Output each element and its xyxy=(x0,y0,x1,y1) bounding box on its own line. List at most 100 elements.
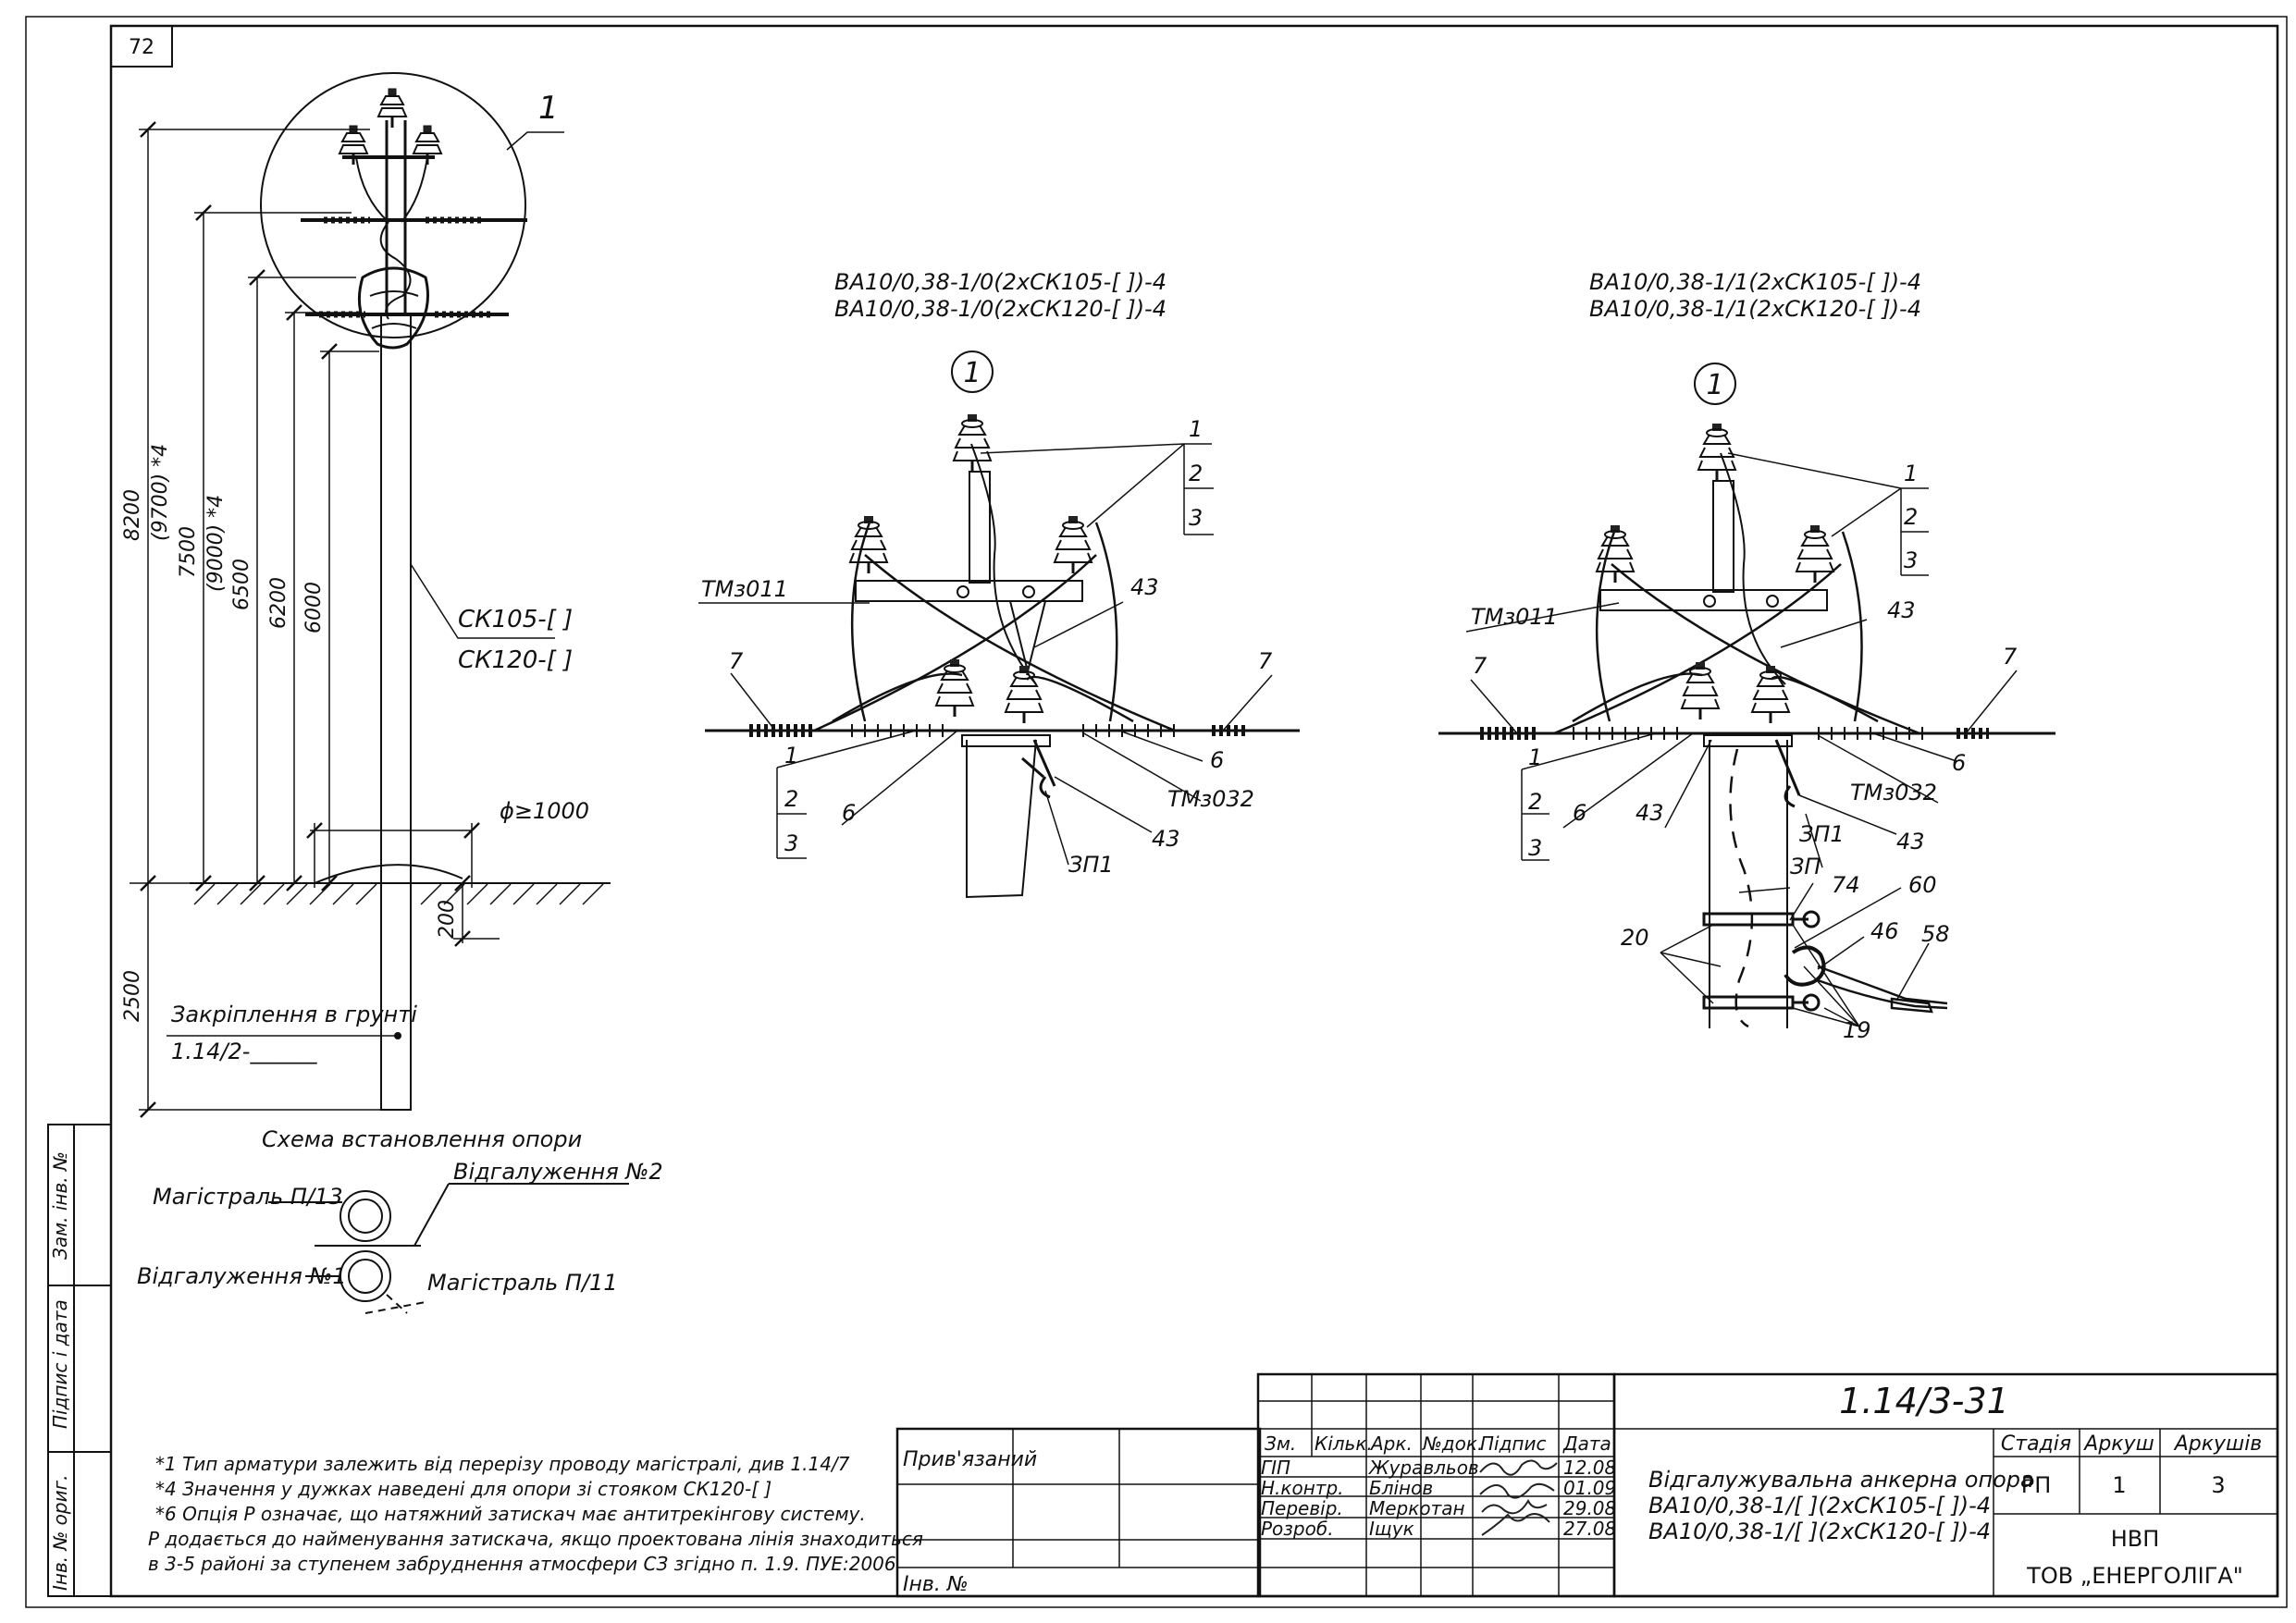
right-title-2: ВА10/0,38-1/1(2хСК120-[ ])-4 xyxy=(1589,296,1921,322)
right-label-6-right: 6 xyxy=(1952,750,1966,776)
note-1: *1 Тип арматури залежить від перерізу пр… xyxy=(155,1453,850,1475)
right-label-tmz011: ТМз011 xyxy=(1471,604,1558,630)
right-label-43-low: 43 xyxy=(1896,829,1925,855)
mid-label-6-left: 6 xyxy=(842,800,856,826)
dim-6200: 6200 xyxy=(267,577,290,629)
sheet-header: Аркуш xyxy=(2082,1432,2154,1456)
middle-pole-view xyxy=(698,350,1300,899)
side-stamp xyxy=(47,1124,112,1597)
name-nkontr: Блінов xyxy=(1369,1477,1433,1499)
scheme-title: Схема встановлення опори xyxy=(262,1126,582,1152)
role-perevir: Перевір. xyxy=(1261,1497,1343,1519)
right-label-zp: ЗП xyxy=(1790,854,1821,879)
name-perevir: Меркотан xyxy=(1369,1497,1465,1519)
role-rozrob: Розроб. xyxy=(1261,1518,1334,1540)
date-rozrob: 27.08 xyxy=(1563,1518,1616,1540)
doc-code: 1.14/3-31 xyxy=(1839,1381,2009,1421)
date-nkontr: 01.09 xyxy=(1563,1477,1616,1499)
scheme-diagram xyxy=(268,1183,629,1314)
scheme-main-p13: Магістраль П/13 xyxy=(153,1184,343,1210)
mid-label-7-right: 7 xyxy=(1258,648,1273,674)
right-label-43-mid: 43 xyxy=(1636,800,1664,826)
right-label-3-low: 3 xyxy=(1528,835,1542,861)
mid-label-3: 3 xyxy=(1189,505,1203,531)
right-label-7-left: 7 xyxy=(1473,653,1487,679)
head-kilk: Кільк. xyxy=(1315,1432,1373,1455)
right-label-58: 58 xyxy=(1921,921,1950,947)
note-2: *4 Значення у дужках наведені для опори … xyxy=(155,1478,772,1500)
left-pole-view xyxy=(130,72,611,1118)
left-callout-1: 1 xyxy=(538,90,559,127)
note-4: Р додається до найменування затискача, я… xyxy=(148,1528,923,1550)
right-labels: 1 2 3 ТМз011 43 7 7 1 2 3 6 43 6 ТМз032 … xyxy=(1471,461,2018,1043)
stage-header: Стадія xyxy=(2001,1432,2071,1456)
foundation-diameter: ϕ≥1000 xyxy=(500,798,589,824)
org-name-2: ТОВ „ЕНЕРГОЛІГА" xyxy=(2026,1563,2243,1589)
ground-fix-ref: 1.14/2-______ xyxy=(171,1039,317,1064)
inv-no-label: Інв. № xyxy=(903,1573,969,1596)
outer-border xyxy=(25,16,2288,1608)
date-gip: 12.08 xyxy=(1563,1457,1616,1479)
right-label-2-low: 2 xyxy=(1528,789,1542,815)
right-pole-view xyxy=(1438,363,2055,1028)
mid-label-43-low: 43 xyxy=(1152,826,1180,852)
doc-title-3: ВА10/0,38-1/[ ](2хСК120-[ ])-4 xyxy=(1648,1518,1991,1544)
dim-9000: (9000) *4 xyxy=(204,495,228,592)
ground-fix-label: Закріплення в грунті xyxy=(171,1002,417,1027)
right-label-19: 19 xyxy=(1843,1017,1871,1043)
middle-title-1: ВА10/0,38-1/0(2хСК105-[ ])-4 xyxy=(834,269,1167,295)
date-perevir: 29.08 xyxy=(1563,1497,1616,1519)
right-label-zp1: ЗП1 xyxy=(1799,821,1845,847)
right-label-60: 60 xyxy=(1908,872,1937,898)
side-stamp-zam-inv: Зам. інв. № xyxy=(49,1151,71,1260)
scheme-branch-1: Відгалуження №1 xyxy=(137,1263,347,1289)
dim-6000: 6000 xyxy=(302,582,326,633)
mid-label-1-low: 1 xyxy=(784,743,798,768)
mid-label-6-right: 6 xyxy=(1210,747,1224,773)
right-label-6-left: 6 xyxy=(1573,800,1586,826)
right-label-1: 1 xyxy=(1904,461,1918,486)
right-callout-1: 1 xyxy=(1706,369,1723,401)
mid-label-2-low: 2 xyxy=(784,786,798,812)
middle-title-2: ВА10/0,38-1/0(2хСК120-[ ])-4 xyxy=(834,296,1167,322)
mid-label-zp1: ЗП1 xyxy=(1068,852,1114,878)
dim-6500: 6500 xyxy=(230,559,253,610)
title-block-grid xyxy=(895,1372,2279,1598)
sheet-number-box xyxy=(110,25,173,68)
pole-label-ck120: СК120-[ ] xyxy=(458,646,573,674)
doc-title-1: Відгалужувальна анкерна опора xyxy=(1648,1467,2034,1493)
sheets-value: 3 xyxy=(2211,1472,2225,1498)
dim-2500: 2500 xyxy=(121,970,144,1022)
name-gip: Журавльов xyxy=(1367,1457,1479,1479)
dim-200: 200 xyxy=(436,900,459,939)
head-zm: Зм. xyxy=(1265,1432,1296,1455)
pryvyazanyi-label: Прив'язаний xyxy=(903,1448,1037,1471)
right-insulators xyxy=(1595,422,1835,725)
side-stamp-inv-orig: Інв. № ориг. xyxy=(49,1475,71,1591)
note-5: в 3-5 районі за ступенем забруднення атм… xyxy=(148,1553,896,1575)
right-label-46: 46 xyxy=(1870,918,1899,944)
stage-value: РП xyxy=(2021,1472,2052,1498)
doc-title-2: ВА10/0,38-1/[ ](2хСК105-[ ])-4 xyxy=(1648,1493,1991,1518)
name-rozrob: Іщук xyxy=(1369,1518,1414,1540)
head-ark: Арк. xyxy=(1369,1432,1413,1455)
dim-7500: 7500 xyxy=(177,526,200,578)
right-label-20: 20 xyxy=(1621,925,1649,951)
right-label-1-low: 1 xyxy=(1528,744,1542,770)
note-3: *6 Опція Р означає, що натяжний затискач… xyxy=(155,1503,866,1525)
mid-label-tmz011: ТМз011 xyxy=(701,576,788,602)
org-name-1: НВП xyxy=(2111,1526,2160,1552)
right-label-7-right: 7 xyxy=(2003,644,2018,670)
mid-label-3-low: 3 xyxy=(784,830,798,856)
notes: *1 Тип арматури залежить від перерізу пр… xyxy=(148,1453,923,1575)
ground-fix-marker xyxy=(394,1032,401,1039)
right-label-43-top: 43 xyxy=(1887,597,1916,623)
mid-label-43-top: 43 xyxy=(1130,574,1159,600)
head-pidpys: Підпис xyxy=(1480,1432,1547,1455)
side-stamp-signature: Підпис і дата xyxy=(49,1299,71,1429)
middle-callout-1: 1 xyxy=(963,357,981,389)
dim-9700: (9700) *4 xyxy=(149,444,172,541)
scheme-main-p11: Магістраль П/11 xyxy=(427,1270,618,1296)
head-data: Дата xyxy=(1562,1432,1611,1455)
